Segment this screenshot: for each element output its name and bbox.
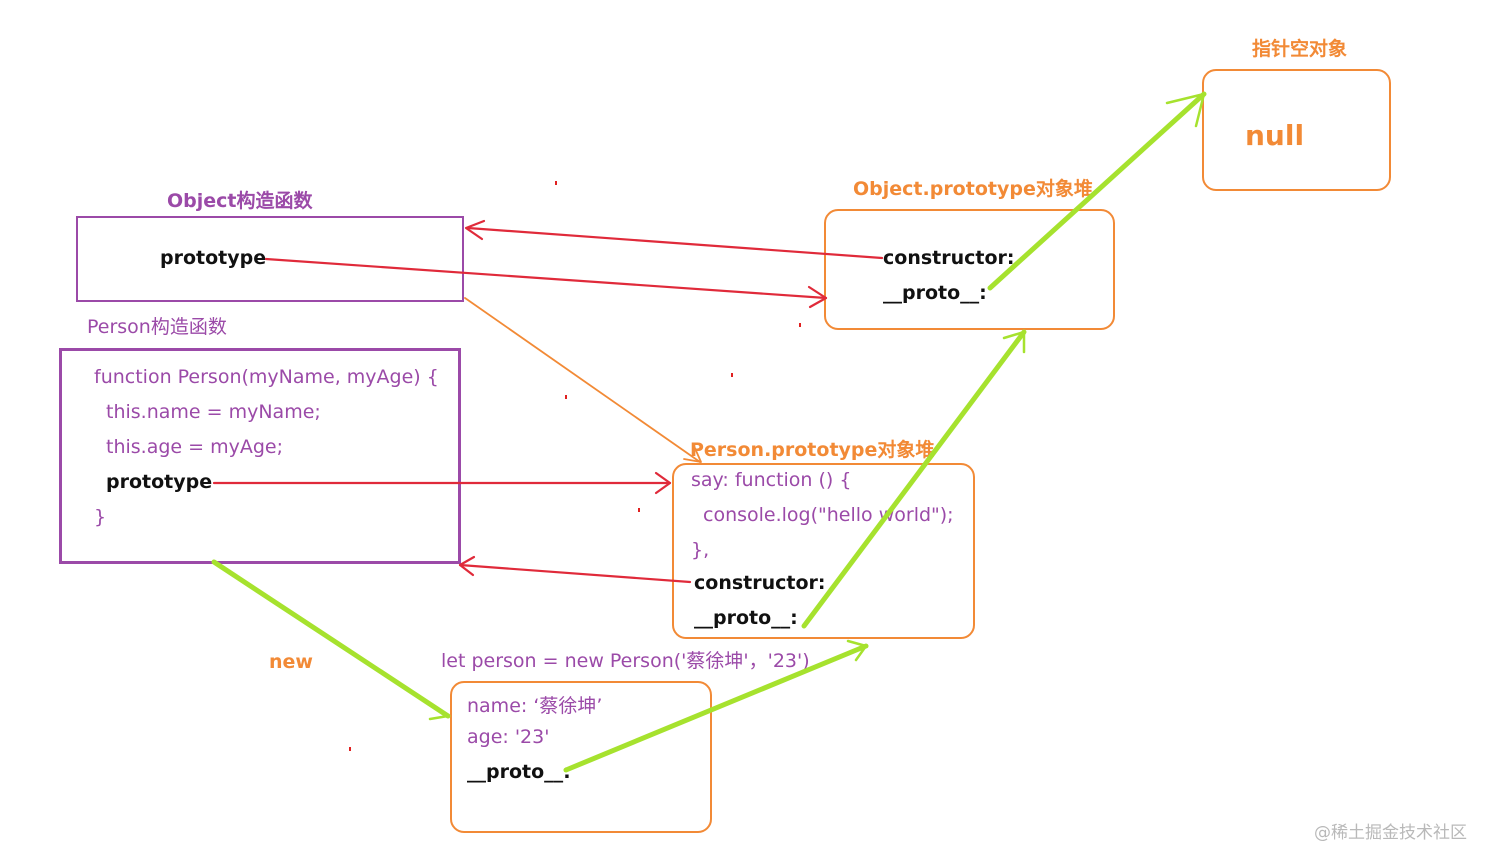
watermark: @稀土掘金技术社区 <box>1314 823 1467 843</box>
arrow-object-to-person-prototype <box>464 297 702 463</box>
new-label: new <box>269 651 313 673</box>
person-code-line-2: this.name = myName; <box>106 401 321 423</box>
arrow-object-constructor <box>464 219 884 260</box>
person-prototype-label: prototype <box>106 471 213 493</box>
person-prototype-box: say: function () { console.log("hello wo… <box>672 463 975 639</box>
arrow-new-instance <box>211 559 451 721</box>
person-code-line-3: this.age = myAge; <box>106 436 284 458</box>
object-constructor-box: prototype <box>76 216 464 302</box>
person-code-line-1: function Person(myName, myAge) { <box>94 366 439 388</box>
stray-dot <box>565 395 567 399</box>
stray-dot <box>638 508 640 512</box>
instance-statement: let person = new Person('蔡徐坤'，'23') <box>441 650 810 672</box>
person-constructor-box: function Person(myName, myAge) { this.na… <box>59 348 461 564</box>
instance-age-line: age: '23' <box>467 726 550 748</box>
null-value: null <box>1245 119 1305 152</box>
person-prototype-title: Person.prototype对象堆 <box>690 439 935 461</box>
object-prototype-label: prototype <box>160 247 267 269</box>
person-proto-constructor-label: constructor: <box>694 572 826 594</box>
object-constructor-title: Object构造函数 <box>167 190 313 212</box>
stray-dot <box>349 747 351 751</box>
object-proto-proto-label: __proto__: <box>883 282 987 304</box>
person-proto-say-line: say: function () { <box>691 469 852 491</box>
instance-name-line: name: ‘蔡徐坤’ <box>467 695 603 717</box>
arrow-person-constructor <box>458 555 692 584</box>
person-code-closing: } <box>94 506 107 528</box>
object-prototype-title: Object.prototype对象堆 <box>853 178 1093 200</box>
object-prototype-box: constructor: __proto__: <box>824 209 1115 330</box>
instance-proto-label: __proto__: <box>467 761 571 783</box>
null-box: null <box>1202 69 1391 191</box>
person-proto-log-line: console.log("hello world"); <box>703 504 954 526</box>
stray-dot <box>731 373 733 377</box>
person-proto-close-line: }, <box>691 539 710 561</box>
person-proto-proto-label: __proto__: <box>694 607 798 629</box>
person-instance-box: name: ‘蔡徐坤’ age: '23' __proto__: <box>450 681 712 833</box>
null-pointer-title: 指针空对象 <box>1252 38 1348 60</box>
object-proto-constructor-label: constructor: <box>883 247 1015 269</box>
stray-dot <box>555 181 557 185</box>
stray-dot <box>799 323 801 327</box>
person-constructor-title: Person构造函数 <box>87 316 227 338</box>
